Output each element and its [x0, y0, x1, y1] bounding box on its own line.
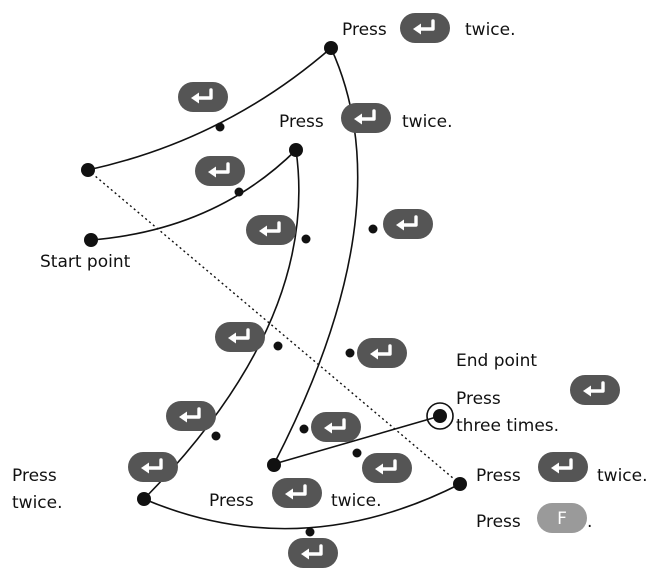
label-twice-bottom: twice. [331, 491, 382, 511]
enter-key-icon [270, 476, 324, 510]
enter-key-icon [244, 213, 298, 247]
label-twice-right: twice. [597, 466, 648, 486]
label-press-right: Press [476, 466, 521, 486]
enter-key-icon [398, 11, 452, 45]
label-period-f: . [587, 512, 592, 532]
label-end-point: End point [456, 351, 537, 371]
enter-key-icon [309, 410, 363, 444]
midpoint-dot [345, 348, 355, 358]
midpoint-dot [273, 341, 283, 351]
enter-key-icon [568, 373, 622, 407]
f-key-label: F [557, 509, 567, 529]
midpoint-dot [299, 424, 309, 434]
curve-right-arc [273, 47, 359, 465]
midpoint-dot [352, 448, 362, 458]
enter-key-icon [126, 450, 180, 484]
label-press-left: Press [12, 466, 57, 486]
curve-end-arc [273, 415, 441, 465]
label-twice-inner-top: twice. [402, 112, 453, 132]
label-twice-left: twice. [12, 493, 63, 513]
curve-inner-upper-arc [90, 149, 297, 241]
end-point-ring [426, 402, 454, 430]
enter-key-icon [213, 320, 267, 354]
curve-bottom-arc [143, 483, 461, 530]
midpoint-dot [211, 431, 221, 441]
enter-key-icon [339, 101, 393, 135]
vertex-left [81, 163, 95, 177]
start-point [84, 233, 98, 247]
enter-key-icon [536, 450, 590, 484]
label-twice-top: twice. [465, 20, 516, 40]
label-press-top: Press [342, 20, 387, 40]
midpoint-dot [368, 224, 378, 234]
midpoint-dot [215, 122, 225, 132]
curve-inner-left-arc [143, 149, 300, 500]
label-press-f: Press [476, 512, 521, 532]
vertex-top [324, 41, 338, 55]
enter-key-icon [193, 154, 247, 188]
enter-key-icon [355, 336, 409, 370]
enter-key-icon [164, 399, 218, 433]
enter-key-icon [176, 80, 230, 114]
enter-key-icon [286, 536, 340, 569]
vertex-bottom-right [453, 477, 467, 491]
enter-key-icon [360, 451, 414, 485]
vertex-bottom-left [137, 492, 151, 506]
enter-key-icon [381, 207, 435, 241]
midpoint-dot [234, 187, 244, 197]
end-point [433, 409, 447, 423]
label-press-inner-top: Press [279, 112, 324, 132]
vertex-inner-top [289, 143, 303, 157]
label-three-times: three times. [456, 416, 559, 436]
dotted-closing-line [87, 169, 461, 485]
label-press-bottom: Press [209, 491, 254, 511]
f-key-icon: F [537, 503, 587, 533]
label-press-end: Press [456, 389, 501, 409]
vertex-inner-bottom [267, 458, 281, 472]
label-start-point: Start point [40, 252, 131, 272]
midpoint-dot [305, 527, 315, 537]
midpoint-dot [301, 234, 311, 244]
